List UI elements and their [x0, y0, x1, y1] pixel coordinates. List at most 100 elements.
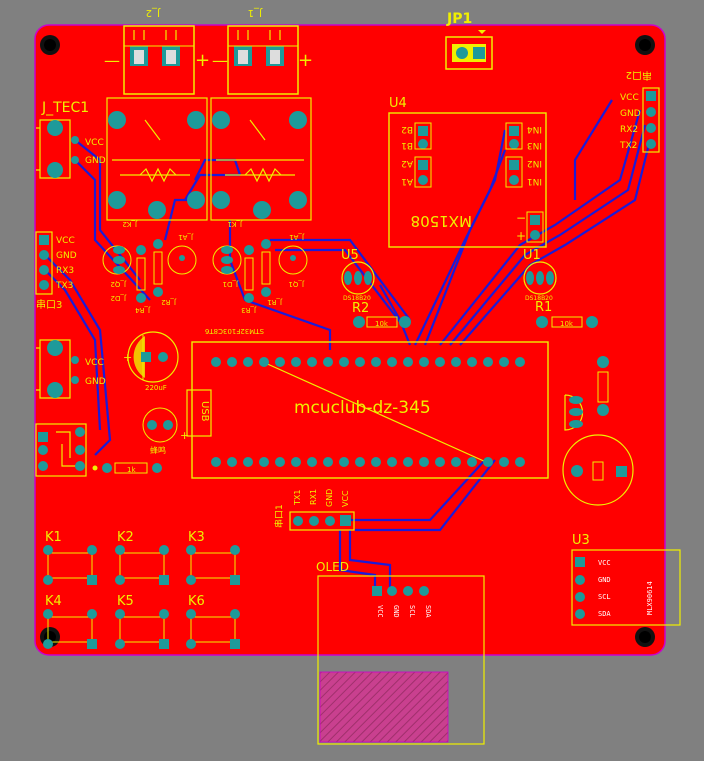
u4-a2: A2: [401, 158, 413, 168]
key-label: K1: [45, 530, 62, 545]
left-switch-block: [35, 423, 87, 477]
terminal-j2: [123, 25, 195, 95]
label-j-d1: J_D1: [223, 280, 239, 288]
mcu-pin: [387, 357, 397, 367]
mcu-header-label: STM32F103C8T6: [204, 327, 264, 335]
label-j-q2: J_Q2: [110, 280, 127, 288]
u5-label: U5: [341, 248, 359, 263]
r2-resistor: [353, 316, 411, 328]
mcu-pin-row-bottom: [211, 457, 525, 467]
u3-scl: SCL: [598, 593, 611, 601]
mcu-pin: [323, 357, 333, 367]
oled-sda: SDA: [424, 605, 432, 618]
mcu-pin: [419, 357, 429, 367]
r2-value: 10k: [375, 320, 389, 328]
oled-label: OLED: [316, 560, 349, 574]
u4-in4: IN4: [527, 124, 542, 134]
j-tec1-label: J_TEC1: [41, 100, 89, 116]
mcu-pin: [227, 457, 237, 467]
j-tec1-connector: [36, 119, 79, 179]
u3-module: [571, 549, 681, 626]
key-2: K2: [115, 530, 169, 585]
tec2-vcc: VCC: [85, 358, 104, 368]
cap-plus: +: [123, 351, 132, 364]
key-1: K1: [43, 530, 97, 585]
serial1-connector: [289, 511, 355, 531]
u4-minus: −: [516, 211, 526, 225]
pcb-board: [34, 24, 666, 656]
mcu-pin: [259, 457, 269, 467]
mcu-pin: [467, 457, 477, 467]
mcu-pin: [451, 357, 461, 367]
serial3-rx: RX3: [56, 266, 74, 276]
buzzer-label: 蜂鸣: [150, 445, 166, 455]
left-small-components: [102, 239, 308, 303]
u1-part: DS18B20: [525, 295, 553, 302]
mcu-pin: [403, 457, 413, 467]
mcu-pin: [307, 357, 317, 367]
serial3-tx: TX3: [55, 281, 73, 291]
mcu-pin: [515, 357, 525, 367]
mcu-pin: [339, 457, 349, 467]
key-label: K2: [117, 530, 134, 545]
mcu-pin: [307, 457, 317, 467]
mcu-pin: [371, 357, 381, 367]
u4-label: U4: [389, 96, 407, 111]
serial1-label: 串口1: [274, 504, 285, 528]
j-tec2-connector: [36, 339, 79, 399]
tec1-vcc: VCC: [85, 138, 104, 148]
label-j-r4: J_R4: [135, 306, 151, 314]
u4-plus: +: [516, 229, 526, 243]
key-3: K3: [186, 530, 240, 585]
mcu-pin: [483, 457, 493, 467]
serial3-gnd: GND: [56, 251, 77, 261]
serial2-gnd: GND: [620, 109, 641, 119]
terminal-j1-minus: —: [212, 51, 228, 70]
label-j-a1-left: J_A1: [178, 233, 194, 241]
buzzer-plus: +: [180, 429, 189, 442]
oled-module: [317, 575, 485, 745]
right-vertical-resistor: [597, 356, 609, 416]
key-4: K4: [43, 594, 97, 649]
u5-part: DS18B20: [343, 295, 371, 302]
serial3-header: [35, 231, 53, 295]
mcu-pin: [243, 457, 253, 467]
u1-label: U1: [523, 248, 541, 263]
key-label: K5: [117, 594, 134, 609]
terminal-j1-plus: +: [298, 50, 313, 71]
mcu-pin-row-top: [211, 357, 525, 367]
terminal-j2-minus: —: [104, 51, 120, 70]
label-j-r1: J_R1: [267, 298, 283, 306]
key-label: K3: [188, 530, 205, 545]
terminal-j1-label: J_1: [248, 7, 263, 18]
mcu-pin: [291, 457, 301, 467]
mcu-pin: [467, 357, 477, 367]
u4-in1: IN1: [527, 176, 542, 186]
u4-in2: IN2: [527, 158, 542, 168]
serial2-vcc: VCC: [620, 93, 639, 103]
key-6: K6: [186, 594, 240, 649]
mcu-pin: [291, 357, 301, 367]
u4-in3: IN3: [527, 140, 542, 150]
terminal-j1: [227, 25, 299, 95]
mcu-pin: [451, 457, 461, 467]
mcu-title: mcuclub-dz-345: [294, 398, 431, 418]
label-j-a1-right: J_A1: [289, 233, 305, 241]
serial1-gnd: GND: [325, 489, 334, 507]
buzzer: [142, 407, 178, 443]
oled-vcc: VCC: [376, 605, 384, 618]
u3-vcc: VCC: [598, 559, 611, 567]
mcu-pin: [227, 357, 237, 367]
key-label: K6: [188, 594, 205, 609]
label-j-d2: J_D2: [111, 294, 127, 302]
tec2-gnd: GND: [85, 377, 106, 387]
terminal-j2-label: J_2: [146, 7, 161, 18]
mcu-pin: [435, 357, 445, 367]
mcu-pin: [259, 357, 269, 367]
relay-outlines: [106, 97, 312, 221]
serial1-tx1: TX1: [293, 490, 302, 506]
mcu-pin: [211, 357, 221, 367]
mcu-pin: [387, 457, 397, 467]
oled-gnd: GND: [392, 605, 400, 618]
